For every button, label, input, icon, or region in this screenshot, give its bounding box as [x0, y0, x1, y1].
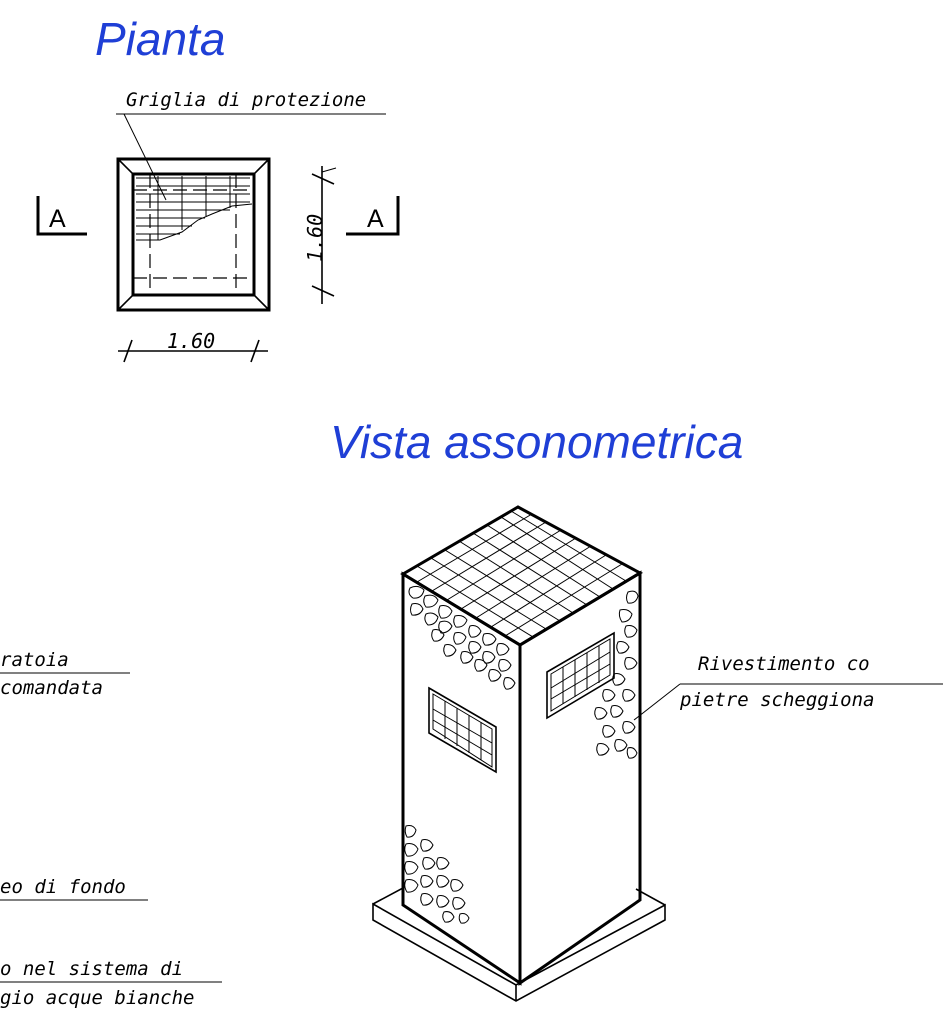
axonometric-title: Vista assonometrica	[330, 416, 743, 468]
note-2-line-1: eo di fondo	[0, 876, 126, 898]
section-label-right: A	[367, 205, 384, 233]
cladding-label-line-2: pietre scheggiona	[679, 689, 874, 711]
grid-label: Griglia di protezione	[126, 89, 366, 111]
dimension-height: 1.60	[303, 166, 337, 304]
window-right	[546, 631, 615, 720]
plan-view: Griglia di protezione	[36, 89, 400, 363]
dim-width-text: 1.60	[167, 329, 215, 353]
dimension-width: 1.60	[118, 329, 268, 363]
window-left	[428, 686, 497, 774]
stone-cladding	[404, 585, 639, 924]
axonometric-view: Rivestimento co pietre scheggiona	[372, 505, 943, 1002]
cladding-label-line-1: Rivestimento co	[698, 653, 870, 675]
left-notes: ratoia comandata eo di fondo o nel siste…	[0, 649, 222, 1009]
note-1-line-1: ratoia	[0, 649, 69, 671]
section-mark-right: A	[346, 196, 400, 236]
plan-title: Pianta	[95, 13, 225, 65]
note-1-line-2: comandata	[0, 677, 103, 699]
note-3-line-1: o nel sistema di	[0, 958, 183, 980]
top-grid-lines	[416, 510, 627, 638]
section-mark-left: A	[36, 196, 87, 236]
top-grid-face	[400, 505, 644, 647]
dim-height-text: 1.60	[303, 214, 327, 262]
section-label-left: A	[49, 205, 66, 233]
plan-grid-hatch	[136, 176, 253, 241]
note-3-line-2: gio acque bianche	[0, 987, 194, 1009]
